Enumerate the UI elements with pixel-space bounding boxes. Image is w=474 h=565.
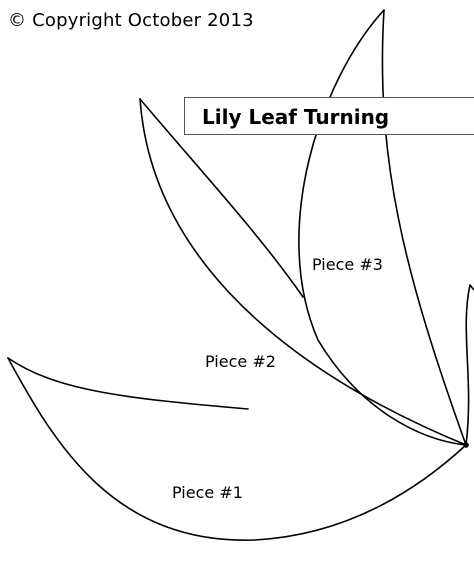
- piece-1-inner-edge: [7, 357, 249, 410]
- piece-3-label: Piece #3: [312, 255, 383, 274]
- piece-2-inner-edge: [139, 98, 304, 298]
- piece-3-inner-edge: [381, 9, 467, 446]
- title-box: Lily Leaf Turning: [184, 97, 474, 135]
- piece-1-outline: [7, 357, 467, 541]
- partial-leaf-edge: [465, 284, 474, 446]
- copyright-notice: © Copyright October 2013: [8, 10, 254, 31]
- piece-2-label: Piece #2: [205, 352, 276, 371]
- piece-1-label: Piece #1: [172, 483, 243, 502]
- piece-2-outline: [139, 98, 467, 446]
- piece-3-outline: [298, 9, 467, 446]
- diagram-title: Lily Leaf Turning: [202, 105, 390, 129]
- tip-point: [463, 442, 469, 448]
